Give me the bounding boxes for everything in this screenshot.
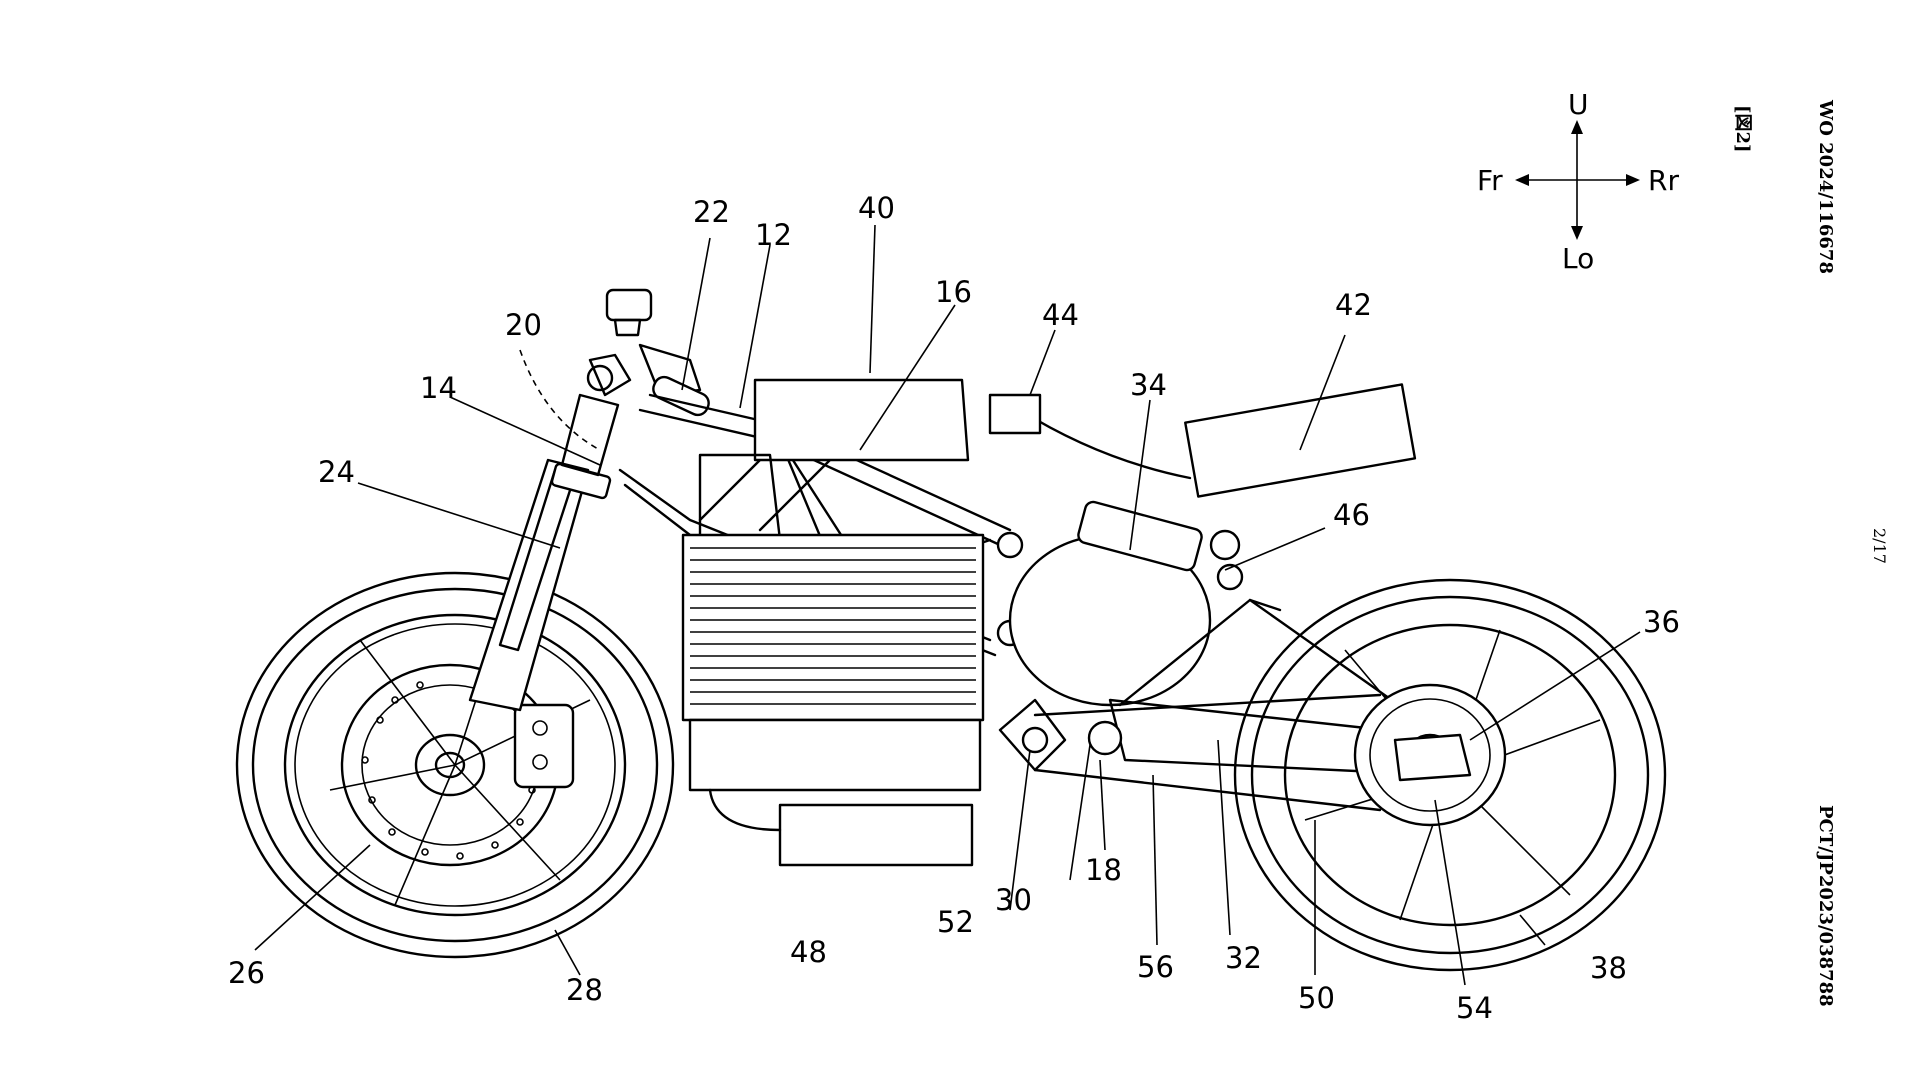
ref-18: 18 bbox=[1085, 853, 1122, 887]
ref-52: 52 bbox=[937, 905, 974, 939]
ref-30: 30 bbox=[995, 883, 1032, 917]
front-brake-disc bbox=[340, 663, 575, 867]
ref-42: 42 bbox=[1335, 288, 1372, 322]
ref-22: 22 bbox=[693, 195, 730, 229]
reference-numerals: 22 12 40 20 14 24 16 44 42 34 46 36 38 2… bbox=[228, 191, 1680, 1025]
ref-12: 12 bbox=[755, 218, 792, 252]
ref-20: 20 bbox=[505, 308, 542, 342]
front-wheel bbox=[235, 571, 675, 959]
ref-32: 32 bbox=[1225, 941, 1262, 975]
steering-head bbox=[586, 288, 710, 417]
direction-indicator: U Lo Fr Rr bbox=[1477, 88, 1679, 275]
front-fork bbox=[468, 393, 620, 712]
ref-36: 36 bbox=[1643, 605, 1680, 639]
ref-46: 46 bbox=[1333, 498, 1370, 532]
ref-50: 50 bbox=[1298, 981, 1335, 1015]
page-number: 2/17 bbox=[1870, 528, 1889, 564]
ref-24: 24 bbox=[318, 455, 355, 489]
leader-lines bbox=[254, 224, 1641, 986]
figure-header-tag: [図2] bbox=[1732, 105, 1753, 153]
direction-down-label: Lo bbox=[1562, 242, 1594, 275]
ref-26: 26 bbox=[228, 956, 265, 990]
ecu-box-48 bbox=[708, 788, 974, 867]
publication-number: WO 2024/116678 bbox=[1815, 99, 1836, 274]
connector-44 bbox=[988, 393, 1042, 435]
rear-sprocket bbox=[1033, 683, 1507, 827]
battery-pack bbox=[698, 378, 970, 542]
ref-48: 48 bbox=[790, 935, 827, 969]
ref-38: 38 bbox=[1590, 951, 1627, 985]
controller-box-42 bbox=[1018, 383, 1417, 498]
ref-40: 40 bbox=[858, 191, 895, 225]
ref-28: 28 bbox=[566, 973, 603, 1007]
application-number: PCT/JP2023/038788 bbox=[1815, 805, 1836, 1007]
ref-34: 34 bbox=[1130, 368, 1167, 402]
ref-14: 14 bbox=[420, 371, 457, 405]
direction-up-label: U bbox=[1568, 88, 1589, 121]
direction-front-label: Fr bbox=[1477, 164, 1503, 197]
ref-54: 54 bbox=[1456, 991, 1493, 1025]
ref-16: 16 bbox=[935, 275, 972, 309]
rear-wheel bbox=[1233, 578, 1667, 972]
ref-44: 44 bbox=[1042, 298, 1079, 332]
direction-rear-label: Rr bbox=[1648, 164, 1679, 197]
rear-shock bbox=[1077, 500, 1244, 591]
ref-56: 56 bbox=[1137, 950, 1174, 984]
radiator bbox=[681, 533, 985, 792]
